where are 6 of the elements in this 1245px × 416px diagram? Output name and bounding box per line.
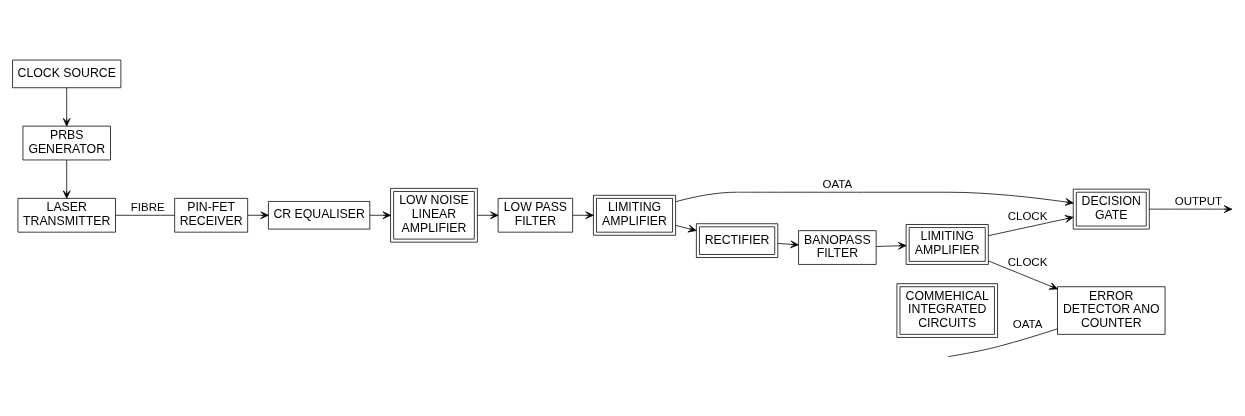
edge-label: OUTPUT (1174, 194, 1223, 207)
edge-label: OATA (1012, 317, 1043, 330)
edge-label: CLOCK (1007, 209, 1048, 222)
edge-label: FIBRE (130, 200, 165, 213)
edge-label: OATA (822, 177, 853, 190)
edge-label: CLOCK (1007, 255, 1048, 268)
